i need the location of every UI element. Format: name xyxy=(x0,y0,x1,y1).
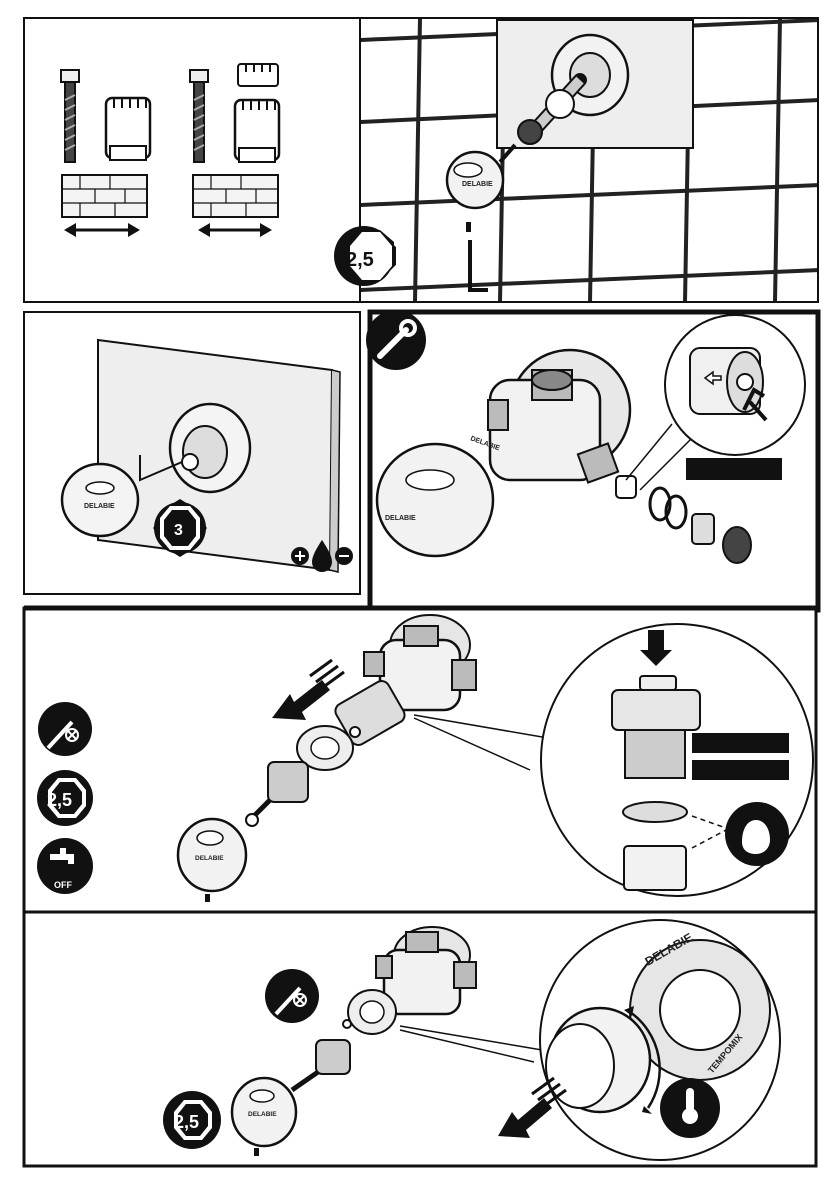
knob-brand: DELABIE xyxy=(84,503,115,510)
svg-text:DELABIE: DELABIE xyxy=(462,181,493,188)
panel-2-plate: DELABIE 3 xyxy=(24,312,360,594)
body-cylinder-left xyxy=(106,98,150,160)
knob-sphere: DELABIE xyxy=(178,819,246,891)
panel-1-screws xyxy=(24,18,360,302)
panel-4-cartridge: 2,5 OFF xyxy=(24,608,816,912)
wall-brick-left xyxy=(62,175,147,217)
hex-key-icon: 2,5 xyxy=(37,770,93,826)
hex-key-icon: 2,5 xyxy=(163,1091,221,1149)
tap-off-label: OFF xyxy=(54,880,72,890)
extension-piece xyxy=(238,64,278,86)
label-bar xyxy=(686,458,782,480)
hex-badge-label: 2,5 xyxy=(47,790,72,810)
knob-sphere: DELABIE xyxy=(447,152,503,208)
panel-1-tiles: DELABIE 2,5 xyxy=(334,18,820,302)
thermometer-icon xyxy=(660,1078,720,1138)
screwdriver-cross-icon xyxy=(38,702,92,756)
knob-brand: DELABIE xyxy=(385,515,416,522)
wall-brick-right xyxy=(193,175,278,217)
hex-badge-label: 2,5 xyxy=(346,249,374,271)
panel-3-maintenance: DELABIE DELABIE xyxy=(366,310,818,610)
ring-plate xyxy=(348,990,396,1034)
temperature-detail-circle: DELABIE TEMPOMIX xyxy=(540,920,780,1160)
screw-small xyxy=(254,1148,259,1156)
filter-detail-circle xyxy=(665,315,805,455)
knob-sphere: DELABIE xyxy=(377,444,493,556)
wrench-icon xyxy=(366,310,426,370)
hex-badge-label: 3 xyxy=(174,522,183,539)
screw-small xyxy=(466,222,471,232)
cartridge-detail-circle xyxy=(541,624,813,896)
screwdriver-cross-icon xyxy=(265,969,319,1023)
knob-brand: DELABIE xyxy=(195,855,224,862)
screw-small xyxy=(205,894,210,902)
body-cylinder-right xyxy=(235,100,279,162)
hand-clean-icon xyxy=(725,802,789,866)
panel-5-temperature: 2,5 DELABIE xyxy=(24,912,816,1166)
hex-badge-label: 2,5 xyxy=(174,1112,199,1132)
knob-sphere: DELABIE xyxy=(62,464,138,536)
tap-off-icon: OFF xyxy=(37,838,93,894)
knob-brand: DELABIE xyxy=(248,1111,277,1118)
knob-sphere: DELABIE xyxy=(232,1078,296,1146)
hex-badge-3: 3 xyxy=(154,502,206,554)
rosette xyxy=(170,404,250,492)
hex-badge-2-5: 2,5 xyxy=(334,226,394,286)
